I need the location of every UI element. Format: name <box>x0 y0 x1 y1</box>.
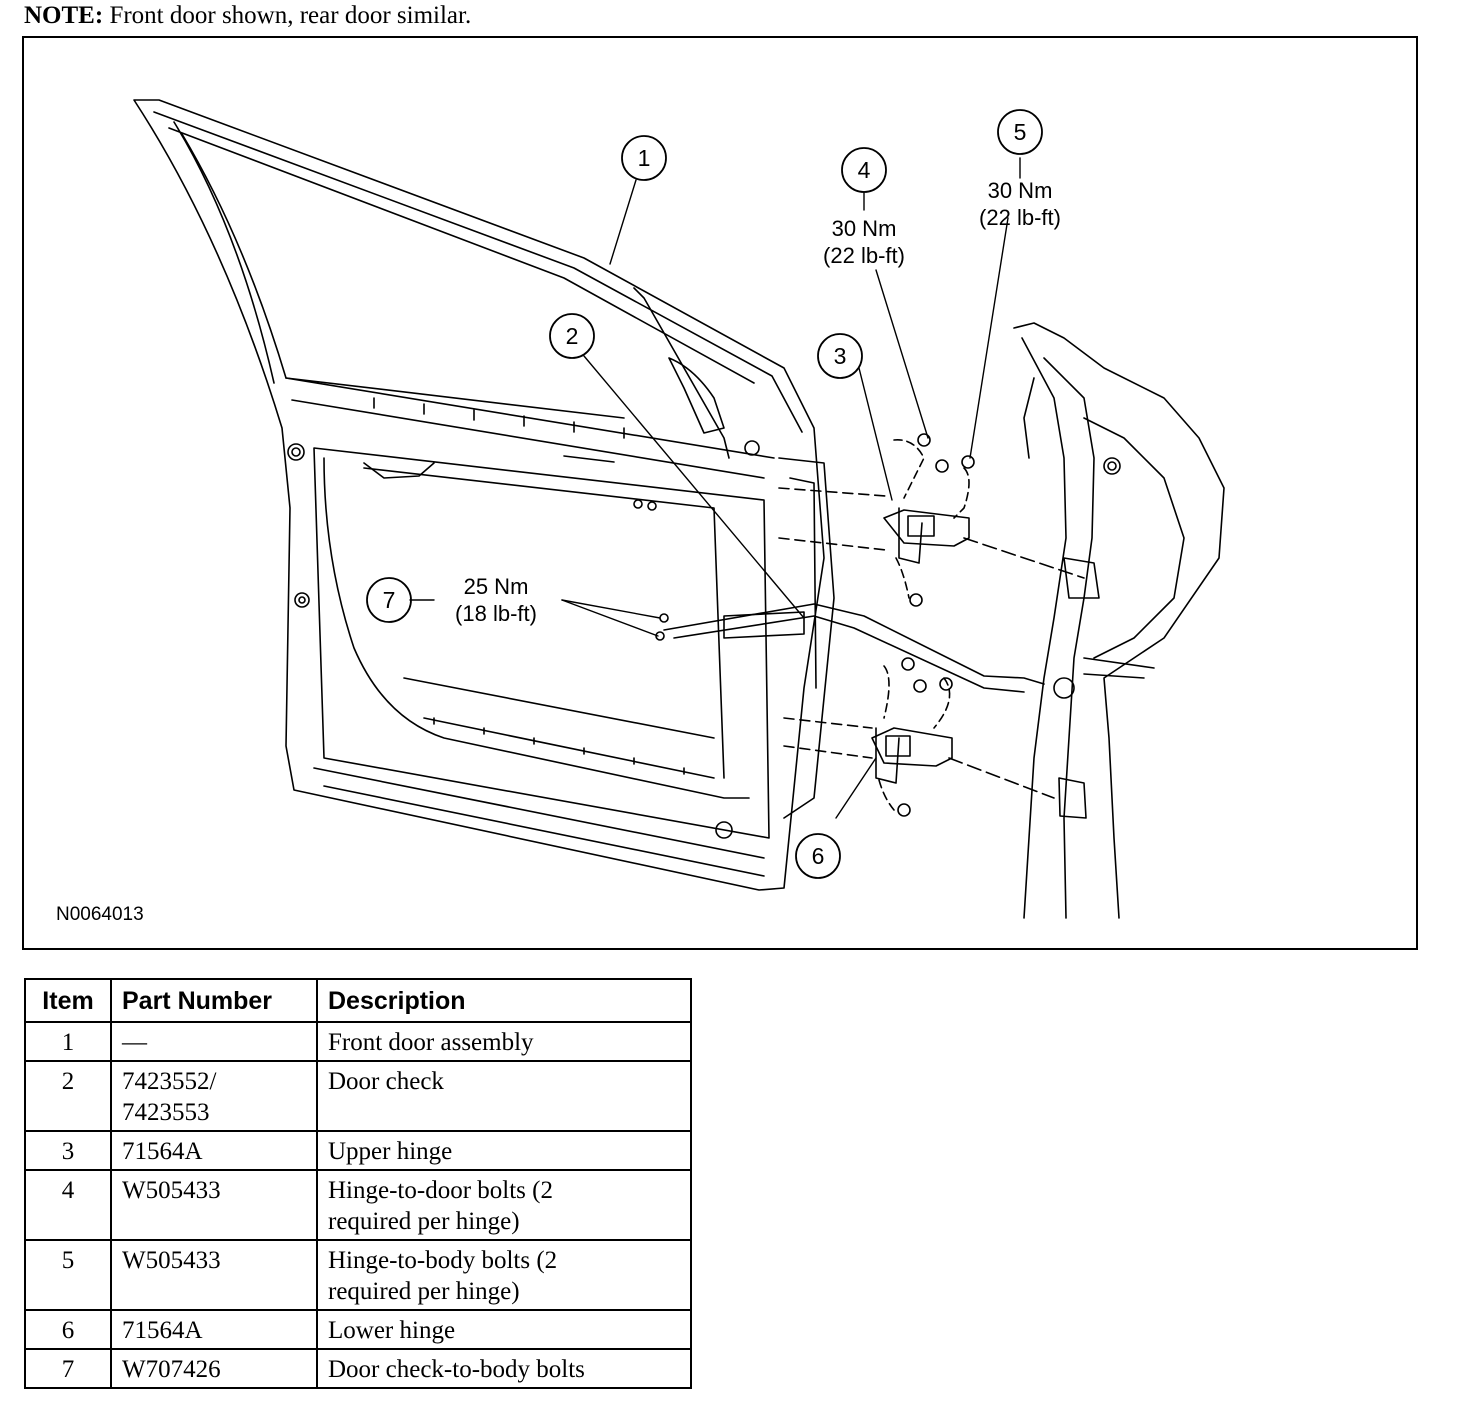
torque-4-lbft: (22 lb-ft) <box>823 243 905 268</box>
torque-5-nm: 30 Nm <box>988 178 1053 203</box>
figure-id-code: N0064013 <box>56 904 144 925</box>
desc-line: required per hinge) <box>328 1208 520 1235</box>
desc-line: Hinge-to-door bolts (2 <box>328 1177 553 1204</box>
callout-number-2: 2 <box>566 323 579 349</box>
cell-item: 3 <box>24 1130 112 1171</box>
door-check-drawing <box>655 603 1045 693</box>
table-header-row: Item Part Number Description <box>24 978 692 1023</box>
cell-item: 5 <box>24 1239 112 1311</box>
note-label: NOTE: <box>24 2 104 29</box>
callout-circle-5 <box>997 109 1043 155</box>
cell-item: 1 <box>24 1021 112 1062</box>
door-hinge-diagram: 1 2 3 4 5 6 7 30 Nm (22 lb-ft) 30 Nm (22… <box>56 99 1225 925</box>
callout-number-3: 3 <box>834 343 847 369</box>
callout-circle-4 <box>841 147 887 193</box>
torque-7-nm: 25 Nm <box>464 574 529 599</box>
parts-table: Item Part Number Description 1 — Front d… <box>24 978 692 1389</box>
callout-number-4: 4 <box>858 157 871 183</box>
cell-description: Door check-to-body bolts <box>316 1348 692 1389</box>
callout-number-6: 6 <box>812 843 825 869</box>
table-row: 3 71564A Upper hinge <box>24 1130 692 1171</box>
leader-lines <box>409 157 1021 819</box>
cell-description: Lower hinge <box>316 1309 692 1350</box>
cell-description: Door check <box>316 1060 692 1132</box>
callout-circles <box>366 109 1043 879</box>
table-row: 1 — Front door assembly <box>24 1021 692 1062</box>
cell-item: 6 <box>24 1309 112 1350</box>
table-row: 6 71564A Lower hinge <box>24 1309 692 1350</box>
callout-number-5: 5 <box>1014 119 1027 145</box>
cell-part-number: 7423552/7423553 <box>110 1060 318 1132</box>
cell-part-number: 71564A <box>110 1130 318 1171</box>
callout-circle-7 <box>366 577 412 623</box>
header-item: Item <box>24 978 112 1023</box>
part-line: 7423553 <box>122 1099 210 1126</box>
table-row: 2 7423552/7423553 Door check <box>24 1060 692 1132</box>
torque-5-lbft: (22 lb-ft) <box>979 205 1061 230</box>
cell-part-number: — <box>110 1021 318 1062</box>
note-line: NOTE: Front door shown, rear door simila… <box>24 2 471 30</box>
cell-description: Front door assembly <box>316 1021 692 1062</box>
torque-4-nm: 30 Nm <box>832 216 897 241</box>
cell-description: Upper hinge <box>316 1130 692 1171</box>
torque-7-lbft: (18 lb-ft) <box>455 601 537 626</box>
cell-part-number: 71564A <box>110 1309 318 1350</box>
callout-circle-6 <box>795 833 841 879</box>
exploded-view-figure: 1 2 3 4 5 6 7 30 Nm (22 lb-ft) 30 Nm (22… <box>22 36 1418 950</box>
callout-circle-2 <box>549 313 595 359</box>
cell-item: 2 <box>24 1060 112 1132</box>
callout-number-7: 7 <box>383 587 396 613</box>
table-row: 4 W505433 Hinge-to-door bolts (2 required… <box>24 1169 692 1241</box>
lower-hinge-drawing <box>783 657 1055 817</box>
header-part-number: Part Number <box>110 978 318 1023</box>
callout-circle-1 <box>621 135 667 181</box>
cell-item: 4 <box>24 1169 112 1241</box>
cell-description: Hinge-to-door bolts (2 required per hinge… <box>316 1169 692 1241</box>
table-row: 7 W707426 Door check-to-body bolts <box>24 1348 692 1389</box>
cell-part-number: W707426 <box>110 1348 318 1389</box>
cell-part-number: W505433 <box>110 1239 318 1311</box>
cell-description: Hinge-to-body bolts (2 required per hinge… <box>316 1239 692 1311</box>
upper-hinge-drawing <box>778 433 1085 607</box>
table-row: 5 W505433 Hinge-to-body bolts (2 required… <box>24 1239 692 1311</box>
callout-number-1: 1 <box>638 145 651 171</box>
callout-circle-3 <box>817 333 863 379</box>
body-pillar-drawing <box>1013 322 1225 919</box>
front-door-drawing <box>133 99 835 891</box>
part-line: 7423552/ <box>122 1068 217 1095</box>
note-text: Front door shown, rear door similar. <box>109 2 472 29</box>
desc-line: required per hinge) <box>328 1278 520 1305</box>
cell-part-number: W505433 <box>110 1169 318 1241</box>
desc-line: Hinge-to-body bolts (2 <box>328 1247 558 1274</box>
cell-item: 7 <box>24 1348 112 1389</box>
header-description: Description <box>316 978 692 1023</box>
